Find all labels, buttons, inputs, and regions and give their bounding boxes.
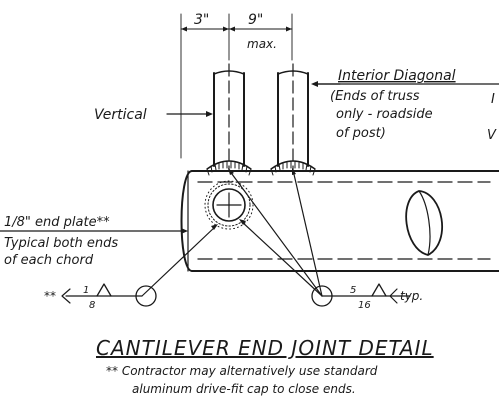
label-end-plate-note-1: Typical both ends	[4, 236, 118, 251]
weld-left-size-num: 1	[83, 285, 89, 296]
footnote-line-1: ** Contractor may alternatively use stan…	[106, 364, 378, 378]
label-end-plate-note-2: of each chord	[4, 253, 94, 268]
label-vertical: Vertical	[94, 107, 147, 123]
chord-tube	[180, 170, 499, 272]
label-cut-off-2: V	[487, 128, 497, 143]
weld-right-tail: typ.	[400, 289, 423, 303]
label-diag-note-2: only - roadside	[336, 107, 433, 122]
dimension-right: 9"	[248, 12, 263, 28]
interior-diagonal-post	[270, 63, 316, 176]
weld-right-size-num: 5	[350, 285, 356, 296]
label-end-plate: 1/8" end plate**	[4, 215, 110, 230]
label-diag-note-3: of post)	[336, 126, 386, 141]
weld-left-size-den: 8	[89, 300, 95, 311]
label-interior-diagonal: Interior Diagonal	[338, 68, 456, 84]
drawing-title: CANTILEVER END JOINT DETAIL	[96, 336, 434, 360]
dimension-lines	[180, 13, 293, 159]
footnote-line-2: aluminum drive-fit cap to close ends.	[132, 382, 356, 396]
label-diag-note-1: (Ends of truss	[330, 89, 420, 104]
drain-hole-weld	[204, 180, 254, 230]
label-cut-off-1: I	[491, 92, 495, 107]
dimension-right-note: max.	[247, 37, 277, 51]
weld-symbol-right	[311, 283, 398, 307]
weld-left-tail: **	[44, 289, 56, 303]
weld-symbol-left	[61, 283, 157, 307]
leader-lines	[0, 81, 499, 297]
dimension-left: 3"	[194, 12, 209, 28]
vertical-post	[206, 63, 252, 176]
weld-right-size-den: 16	[358, 300, 371, 311]
